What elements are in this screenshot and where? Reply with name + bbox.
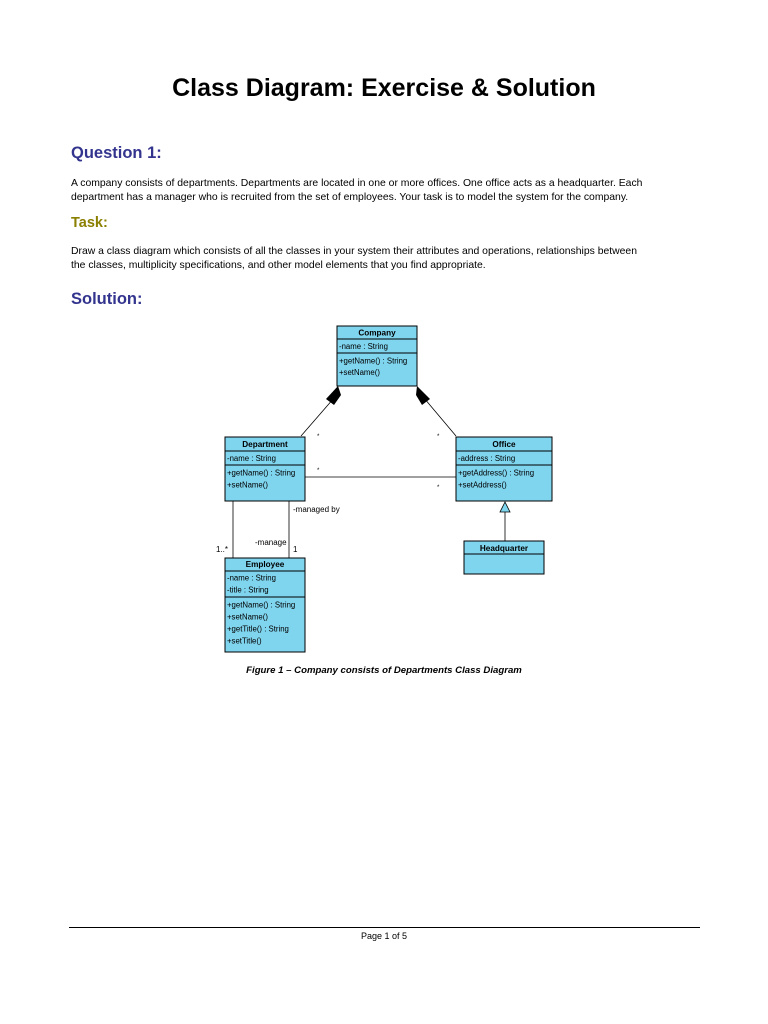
- class-department: Department -name : String +getName() : S…: [224, 436, 306, 502]
- class-attribute: -name : String: [339, 342, 388, 351]
- composition-diamond-icon: [326, 386, 341, 405]
- class-attribute: -name : String: [227, 454, 276, 463]
- class-operation: +setName(): [227, 613, 268, 622]
- page-title: Class Diagram: Exercise & Solution: [172, 74, 596, 102]
- role-label-managed-by: -managed by: [293, 505, 340, 514]
- question-line: A company consists of departments. Depar…: [71, 178, 643, 189]
- class-name: Headquarter: [480, 544, 529, 553]
- class-operation: +setName(): [339, 368, 380, 377]
- class-operation: +getName() : String: [227, 601, 295, 610]
- question-heading: Question 1:: [71, 144, 162, 162]
- composition-company-department: [300, 397, 335, 437]
- multiplicity-label: *: [317, 434, 320, 440]
- class-attribute: -address : String: [458, 454, 515, 463]
- question-paragraph: A company consists of departments. Depar…: [71, 177, 701, 205]
- figure-caption: Figure 1 – Company consists of Departmen…: [246, 665, 522, 676]
- task-line: Draw a class diagram which consists of a…: [71, 246, 637, 257]
- composition-company-office: [423, 397, 457, 437]
- class-diagram: Company -name : String +getName() : Stri…: [216, 325, 553, 653]
- class-name: Company: [358, 329, 396, 338]
- class-operation: +getTitle() : String: [227, 625, 289, 634]
- class-headquarter: Headquarter: [463, 540, 545, 575]
- generalization-arrow-icon: [499, 501, 511, 513]
- page-number: Page 1 of 5: [360, 931, 408, 941]
- multiplicity-label: 1..*: [216, 545, 228, 554]
- class-operation: +getName() : String: [227, 469, 295, 478]
- class-office: Office -address : String +getAddress() :…: [455, 436, 553, 502]
- footer-divider: [69, 927, 700, 928]
- class-attribute: -name : String: [227, 574, 276, 583]
- multiplicity-label: 1: [293, 545, 298, 554]
- task-paragraph: Draw a class diagram which consists of a…: [71, 245, 701, 273]
- class-name: Office: [492, 440, 516, 449]
- class-operation: +setTitle(): [227, 637, 262, 646]
- class-name: Department: [242, 440, 288, 449]
- task-heading: Task:: [71, 215, 108, 231]
- class-attribute: -title : String: [227, 586, 269, 595]
- class-operation: +setName(): [227, 481, 268, 490]
- class-name: Employee: [246, 560, 285, 569]
- multiplicity-label: *: [437, 434, 440, 440]
- role-label-manage: -manage: [255, 538, 287, 547]
- solution-heading: Solution:: [71, 290, 143, 308]
- composition-diamond-icon: [416, 386, 430, 405]
- multiplicity-label: *: [437, 485, 440, 491]
- class-employee: Employee -name : String -title : String …: [224, 557, 306, 653]
- question-line: department has a manager who is recruite…: [71, 192, 629, 203]
- class-operation: +getAddress() : String: [458, 469, 534, 478]
- class-company: Company -name : String +getName() : Stri…: [336, 325, 418, 387]
- class-operation: +getName() : String: [339, 357, 407, 366]
- task-line: the classes, multiplicity specifications…: [71, 260, 486, 271]
- multiplicity-label: *: [317, 468, 320, 474]
- class-operation: +setAddress(): [458, 481, 507, 490]
